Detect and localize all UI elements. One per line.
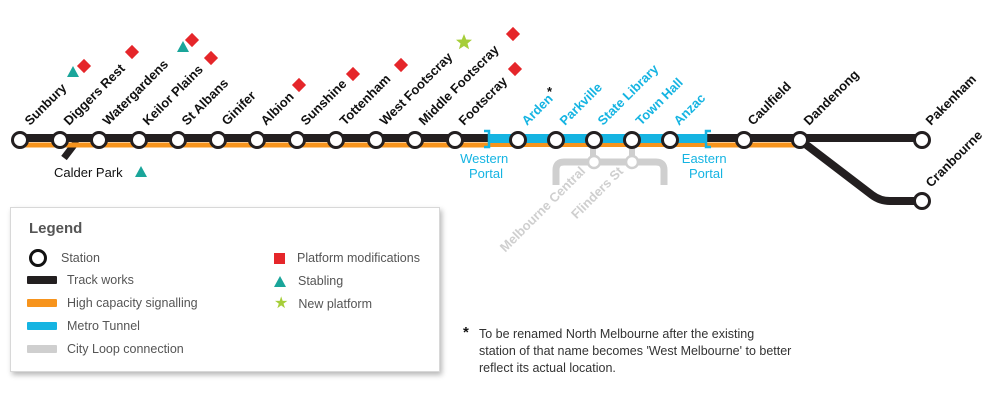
city-loop-stations xyxy=(586,154,640,170)
station-sunbury xyxy=(11,131,29,149)
station-watergardens xyxy=(90,131,108,149)
platform-mod-albion xyxy=(291,77,307,93)
label-dandenong: Dandenong xyxy=(801,67,862,128)
station-tottenham xyxy=(327,131,345,149)
track-works-cranbourne-branch xyxy=(797,136,922,205)
legend-label-new-platform: New platform xyxy=(298,297,372,311)
legend-label-stabling: Stabling xyxy=(298,274,344,288)
western-portal-bracket xyxy=(484,129,491,149)
platform-mod-sunbury xyxy=(76,58,92,74)
station-diggers-rest xyxy=(51,131,69,149)
label-calder-park: Calder Park xyxy=(54,165,123,180)
station-footscray xyxy=(446,131,464,149)
station-anzac xyxy=(661,131,679,149)
label-ginifer: Ginifer xyxy=(219,88,259,128)
signalling-swatch-icon xyxy=(27,299,57,307)
legend-item-city-loop: City Loop connection xyxy=(27,339,184,359)
station-state-library xyxy=(585,131,603,149)
new-platform-star-west-footscray xyxy=(456,34,472,50)
station-town-hall xyxy=(623,131,641,149)
triangle-icon xyxy=(274,275,286,287)
western-portal-label: Western Portal xyxy=(460,151,512,181)
station-sunshine xyxy=(288,131,306,149)
footnote-text: To be renamed North Melbourne after the … xyxy=(479,327,792,375)
station-middle-footscray xyxy=(406,131,424,149)
station-symbol-icon xyxy=(29,249,47,267)
station-caulfield xyxy=(735,131,753,149)
platform-mod-footscray xyxy=(507,61,523,77)
stabling-watergardens xyxy=(177,41,189,52)
eastern-portal-line-2: Portal xyxy=(689,166,723,181)
station-ginifer xyxy=(209,131,227,149)
legend-item-station: Station xyxy=(27,248,100,268)
legend-item-stabling: Stabling xyxy=(274,271,343,291)
platform-mod-diggers-rest xyxy=(124,44,140,60)
metro-tunnel-swatch-icon xyxy=(27,322,57,330)
stabling-markers xyxy=(67,41,189,177)
stabling-sunbury xyxy=(67,66,79,77)
legend-item-platform-mods: Platform modifications xyxy=(274,248,420,268)
track-works-swatch-icon xyxy=(27,276,57,284)
eastern-portal-line-1: Eastern xyxy=(682,151,727,166)
label-anzac: Anzac xyxy=(671,90,709,128)
platform-mod-tottenham xyxy=(393,57,409,73)
legend-label-city-loop: City Loop connection xyxy=(67,342,184,356)
station-cranbourne xyxy=(913,192,931,210)
station-parkville xyxy=(547,131,565,149)
station-west-footscray xyxy=(367,131,385,149)
legend-item-new-platform: ★ New platform xyxy=(274,294,372,314)
legend-label-track-works: Track works xyxy=(67,273,134,287)
city-loop-connection xyxy=(552,158,668,185)
legend: Legend Station Track works High capacity… xyxy=(10,207,440,372)
station-keilor-plains xyxy=(130,131,148,149)
station-arden xyxy=(509,131,527,149)
stabling-calder-park xyxy=(135,166,147,177)
red-square-icon xyxy=(274,252,285,264)
platform-mod-middle-footscray xyxy=(505,26,521,42)
legend-label-metro-tunnel: Metro Tunnel xyxy=(67,319,140,333)
legend-item-metro-tunnel: Metro Tunnel xyxy=(27,316,140,336)
legend-item-signalling: High capacity signalling xyxy=(27,293,198,313)
western-portal-line-2: Portal xyxy=(469,166,503,181)
legend-label-station: Station xyxy=(61,251,100,265)
footnote: * To be renamed North Melbourne after th… xyxy=(463,324,793,377)
eastern-portal-label: Eastern Portal xyxy=(682,151,730,181)
station-st-albans xyxy=(169,131,187,149)
legend-label-signalling: High capacity signalling xyxy=(67,296,198,310)
platform-mod-watergardens xyxy=(184,32,200,48)
label-albion: Albion xyxy=(258,89,297,128)
station-dandenong xyxy=(791,131,809,149)
eastern-portal-bracket xyxy=(704,129,711,149)
label-pakenham: Pakenham xyxy=(923,72,980,129)
station-markers xyxy=(11,131,931,210)
legend-label-platform-mods: Platform modifications xyxy=(297,251,420,265)
label-caulfield: Caulfield xyxy=(745,79,794,128)
platform-mod-keilor-plains xyxy=(203,50,219,66)
western-portal-line-1: Western xyxy=(460,151,508,166)
city-loop-swatch-icon xyxy=(27,345,57,353)
station-melbourne-central xyxy=(586,154,602,170)
footnote-mark: * xyxy=(463,324,469,341)
legend-item-track-works: Track works xyxy=(27,270,134,290)
station-albion xyxy=(248,131,266,149)
station-pakenham xyxy=(913,131,931,149)
platform-mod-sunshine xyxy=(345,66,361,82)
label-cranbourne: Cranbourne xyxy=(923,127,986,190)
legend-title: Legend xyxy=(29,220,83,237)
station-flinders-st xyxy=(624,154,640,170)
star-icon: ★ xyxy=(274,295,289,312)
arden-footnote-mark: * xyxy=(547,84,553,99)
